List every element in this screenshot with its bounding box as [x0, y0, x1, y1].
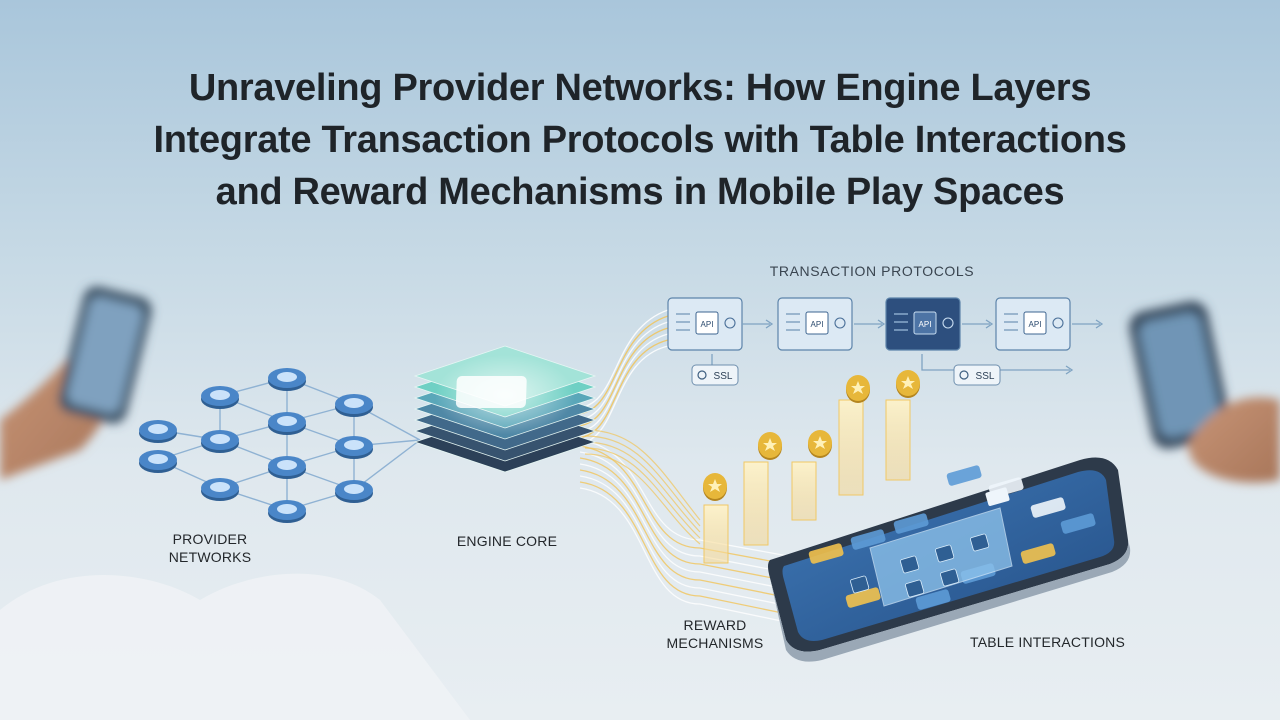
flow-line-to-table — [579, 481, 832, 624]
table-tile — [1020, 543, 1056, 564]
transaction-protocol-chips: API API API API — [667, 297, 1071, 351]
flow-line-to-rewards — [584, 447, 701, 539]
flow-line-to-rewards — [584, 441, 701, 533]
table-interactions-label: TABLE INTERACTIONS — [969, 634, 1126, 650]
network-node — [139, 420, 177, 443]
page-title: Unraveling Provider Networks: How Engine… — [0, 62, 1280, 218]
engine-core-stack — [413, 345, 597, 473]
reward-bar — [791, 461, 817, 521]
chip-api-text: API — [1029, 320, 1042, 329]
flow-line-to-table — [579, 487, 835, 633]
network-node — [201, 430, 239, 453]
ssl-badge-1: SSL — [691, 364, 739, 386]
provider-label-line-2: NETWORKS — [168, 549, 252, 565]
panel-icon — [935, 544, 955, 563]
table-tile — [1060, 513, 1096, 534]
flow-line-to-rewards — [584, 435, 701, 527]
network-node — [139, 450, 177, 473]
provider-label-line-1: PROVIDER — [172, 531, 248, 547]
title-line-1: Unraveling Provider Networks: How Engine… — [188, 67, 1092, 109]
flow-line-to-table — [579, 457, 820, 588]
network-node — [268, 412, 306, 435]
reward-label-line-2: MECHANISMS — [666, 635, 764, 651]
panel-icon — [900, 555, 920, 574]
table-tile — [845, 587, 881, 608]
table-tile — [850, 529, 886, 550]
table-tile — [893, 513, 929, 534]
title-line-2: Integrate Transaction Protocols with Tab… — [153, 119, 1127, 161]
provider-network-nodes — [139, 368, 373, 523]
chip-arrows — [711, 319, 1104, 375]
flow-line-to-rewards — [584, 453, 701, 545]
left-hand-phone — [0, 286, 152, 480]
provider-networks-label: PROVIDER NETWORKS — [150, 530, 270, 566]
network-node — [268, 456, 306, 479]
protocol-chip: API — [995, 297, 1071, 351]
table-tile — [808, 543, 844, 564]
coin-icon — [846, 375, 870, 403]
protocol-chip: API — [885, 297, 961, 351]
network-node — [268, 368, 306, 391]
reward-bar — [743, 461, 769, 546]
engine-core-label: ENGINE CORE — [456, 533, 558, 549]
flow-line-to-rewards — [584, 429, 701, 521]
table-tile — [946, 465, 982, 486]
flow-line-to-table — [579, 469, 826, 606]
coin-icon — [808, 430, 832, 458]
reward-bar — [885, 399, 911, 481]
flow-line-to-table — [579, 463, 823, 597]
chip-api-text: API — [811, 320, 824, 329]
panel-icon — [985, 487, 1010, 506]
ssl-text-2: SSL — [976, 371, 995, 382]
flow-line-to-protocols — [574, 309, 669, 409]
transaction-protocols-label: TRANSACTION PROTOCOLS — [769, 263, 975, 279]
network-node — [201, 386, 239, 409]
ssl-badge-2: SSL — [953, 364, 1001, 386]
network-node — [268, 500, 306, 523]
coin-icon — [703, 473, 727, 501]
flow-line-to-table — [579, 445, 814, 570]
protocol-chip: API — [667, 297, 743, 351]
network-node — [335, 436, 373, 459]
flow-line-to-protocols — [574, 321, 669, 421]
table-center-panel — [869, 507, 1013, 607]
flow-line-to-table — [579, 451, 817, 579]
reward-mechanisms-label: REWARD MECHANISMS — [640, 616, 790, 652]
chip-api-text: API — [919, 320, 932, 329]
reward-label-line-1: REWARD — [683, 617, 747, 633]
table-tile — [1030, 497, 1066, 518]
flow-line-to-table — [579, 475, 829, 615]
flow-line-to-table — [579, 439, 811, 561]
panel-icon — [970, 533, 990, 552]
title-line-3: and Reward Mechanisms in Mobile Play Spa… — [215, 171, 1065, 213]
table-tile — [915, 589, 951, 610]
network-node — [201, 478, 239, 501]
flow-line-to-protocols — [574, 339, 669, 439]
tablet — [768, 457, 1131, 662]
coin-icon — [758, 432, 782, 460]
network-node — [335, 480, 373, 503]
reward-bar — [703, 504, 729, 564]
panel-icon — [905, 579, 925, 598]
flow-lines — [574, 309, 835, 633]
right-hand-phone — [1129, 301, 1280, 483]
network-to-engine-edge — [353, 439, 421, 491]
provider-network-edges — [157, 377, 421, 511]
panel-icon — [940, 568, 960, 587]
reward-bars — [703, 370, 920, 564]
coin-icon — [896, 370, 920, 398]
protocol-chip: API — [777, 297, 853, 351]
reward-bar — [838, 399, 864, 496]
panel-icon — [850, 575, 870, 594]
ssl-text-1: SSL — [714, 371, 733, 382]
chip-api-text: API — [701, 320, 714, 329]
network-node — [335, 394, 373, 417]
flow-line-to-protocols — [574, 327, 669, 427]
